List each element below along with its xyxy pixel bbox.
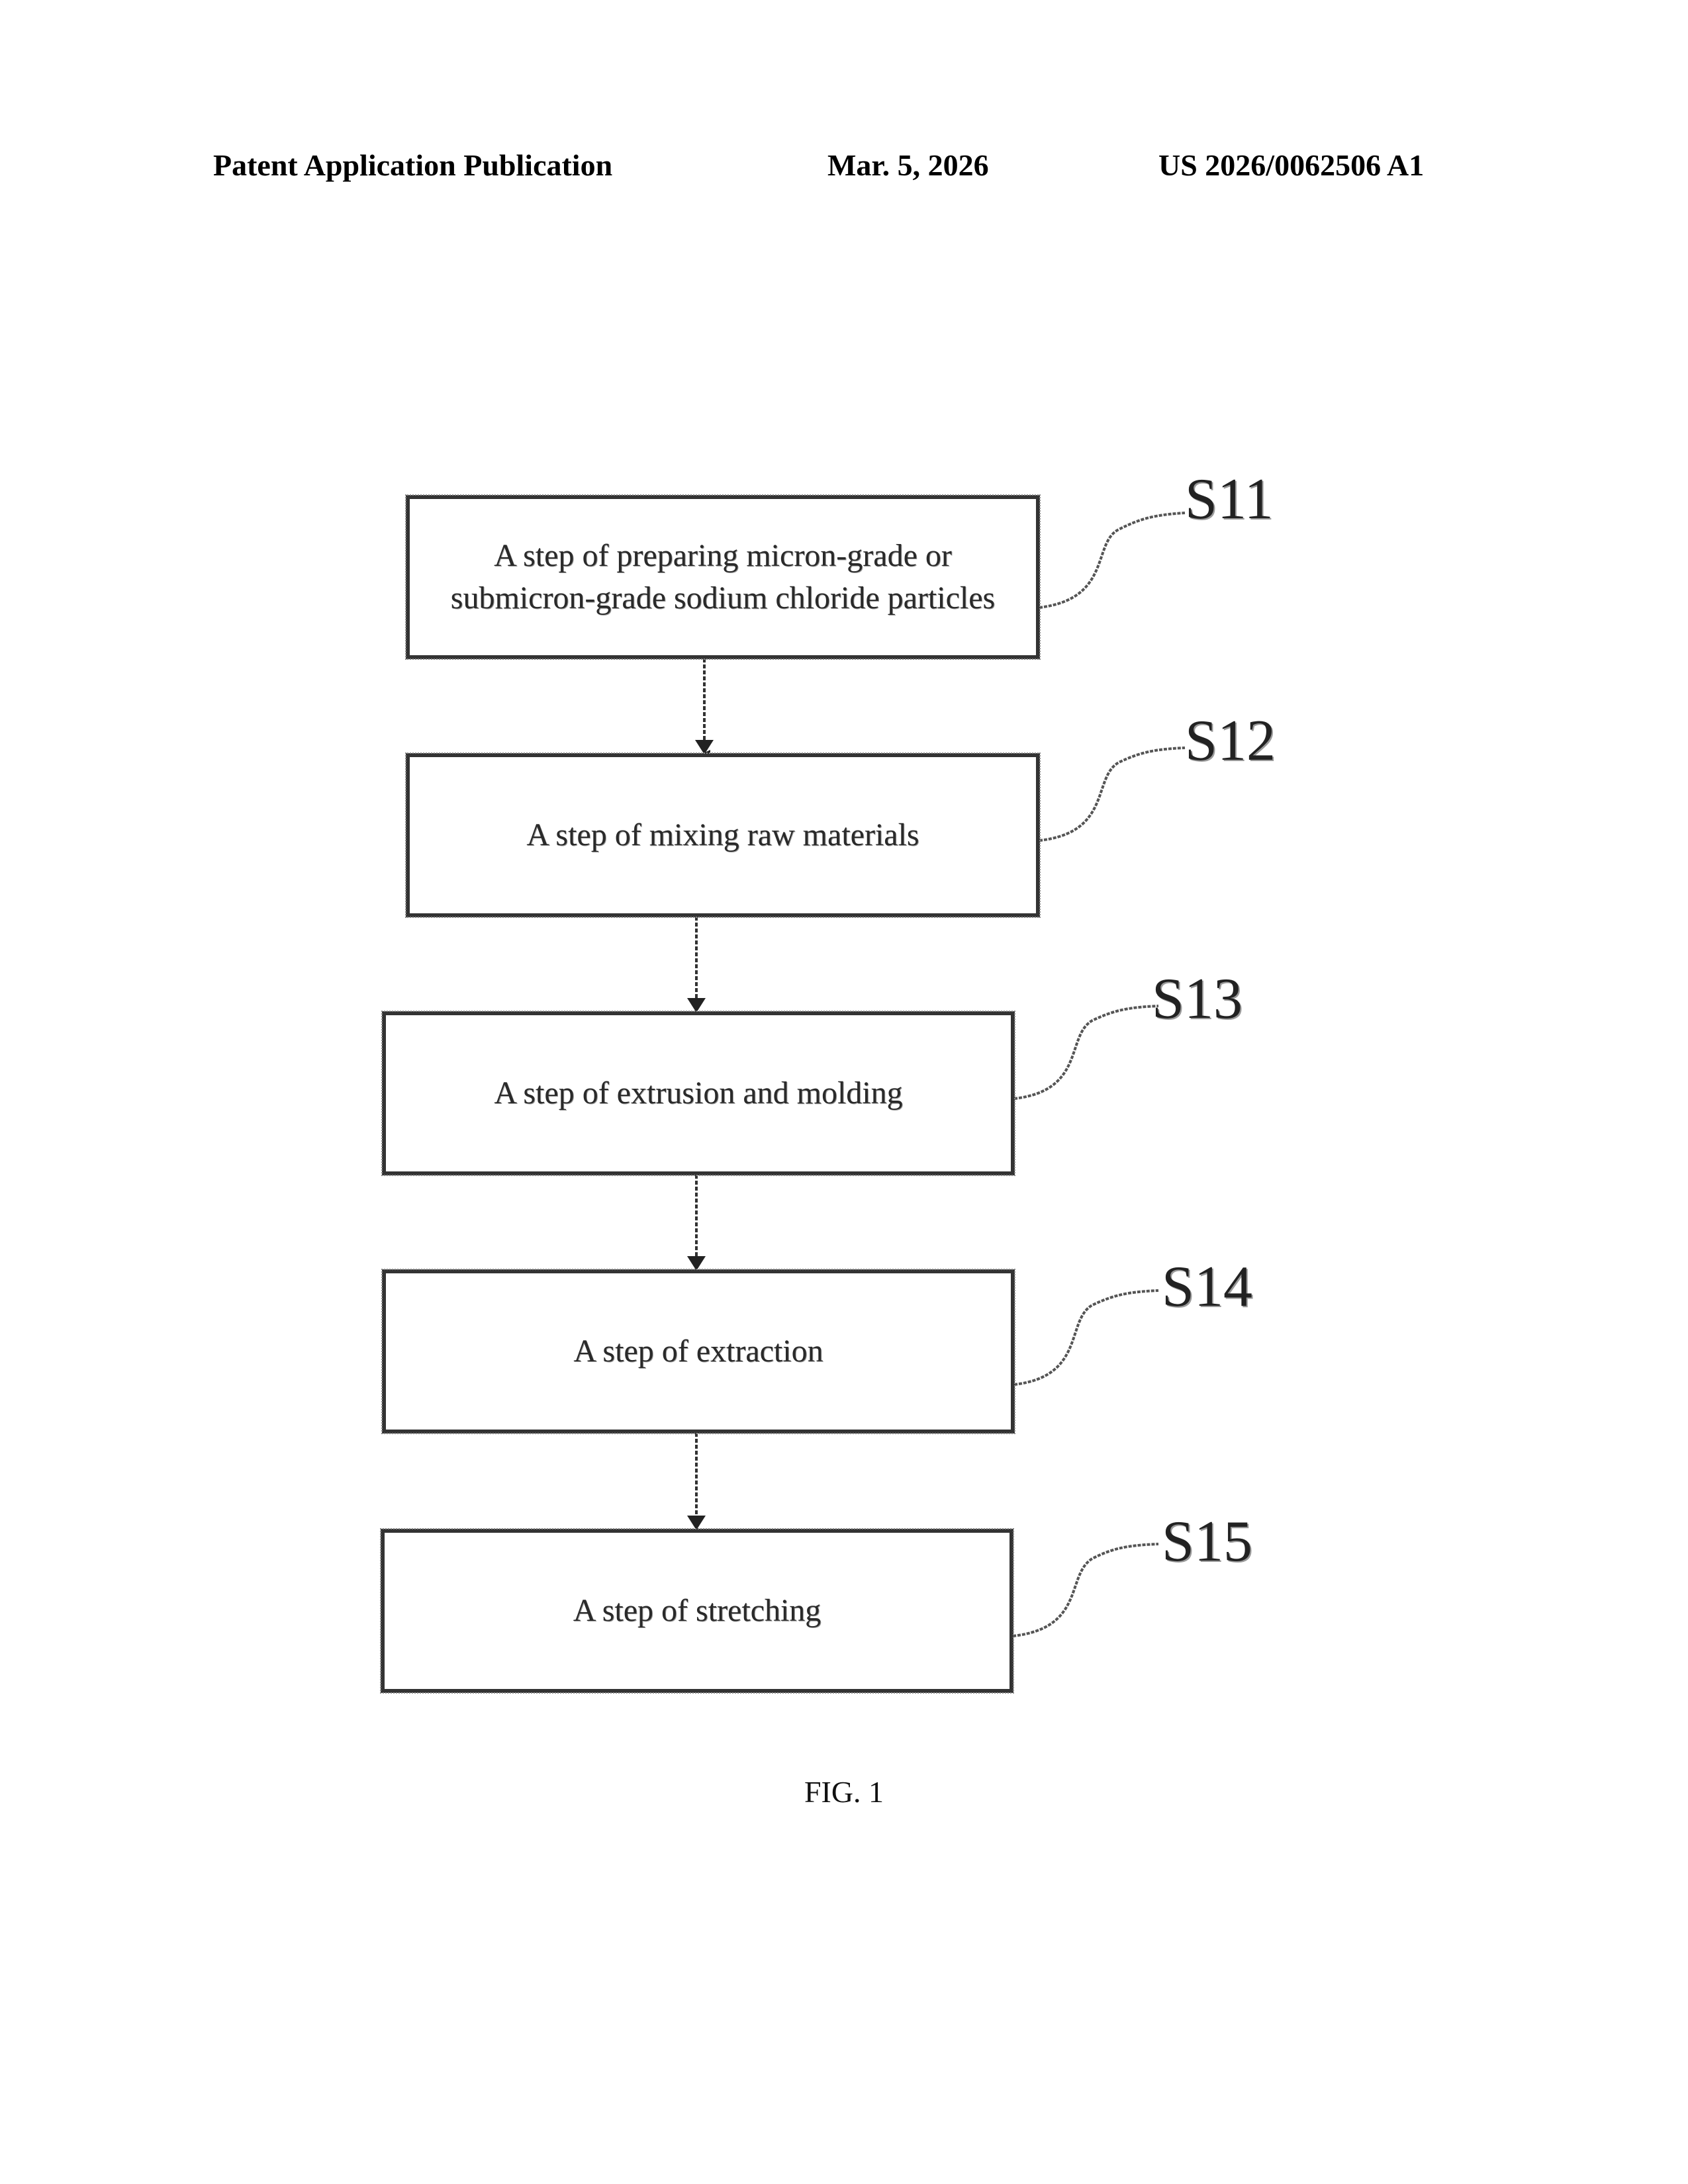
flow-arrowhead-s14-s15 [687,1516,706,1530]
publication-number: US 2026/0062506 A1 [1158,147,1424,184]
leader-line-s13 [1014,1006,1158,1099]
figure-caption: FIG. 1 [0,1774,1688,1811]
step-text: A step of extraction [547,1330,849,1373]
step-text: A step of mixing raw materials [500,814,945,856]
flow-arrowhead-s11-s12 [695,740,714,754]
step-box-s14: A step of extraction [382,1269,1015,1433]
step-box-s11: A step of preparing micron-grade or subm… [406,495,1040,659]
step-label: S13 [1152,966,1243,1032]
flow-arrowhead-s12-s13 [687,998,706,1013]
step-label: S15 [1162,1509,1252,1575]
step-text: A step of preparing micron-grade or subm… [410,535,1036,619]
leader-line-s15 [1013,1544,1158,1636]
step-box-s12: A step of mixing raw materials [406,753,1040,917]
flow-arrowhead-s13-s14 [687,1256,706,1271]
step-box-s13: A step of extrusion and molding [382,1011,1015,1175]
step-label: S12 [1185,708,1276,774]
step-text: A step of stretching [547,1590,848,1632]
leader-line-s14 [1014,1291,1158,1385]
leader-line-s11 [1039,513,1185,608]
step-box-s15: A step of stretching [381,1529,1013,1693]
publication-date: Mar. 5, 2026 [827,147,989,184]
publication-title: Patent Application Publication [213,147,612,184]
step-label: S14 [1162,1254,1252,1320]
leader-line-s12 [1039,748,1185,841]
step-text: A step of extrusion and molding [467,1072,929,1115]
step-label: S11 [1185,467,1274,533]
